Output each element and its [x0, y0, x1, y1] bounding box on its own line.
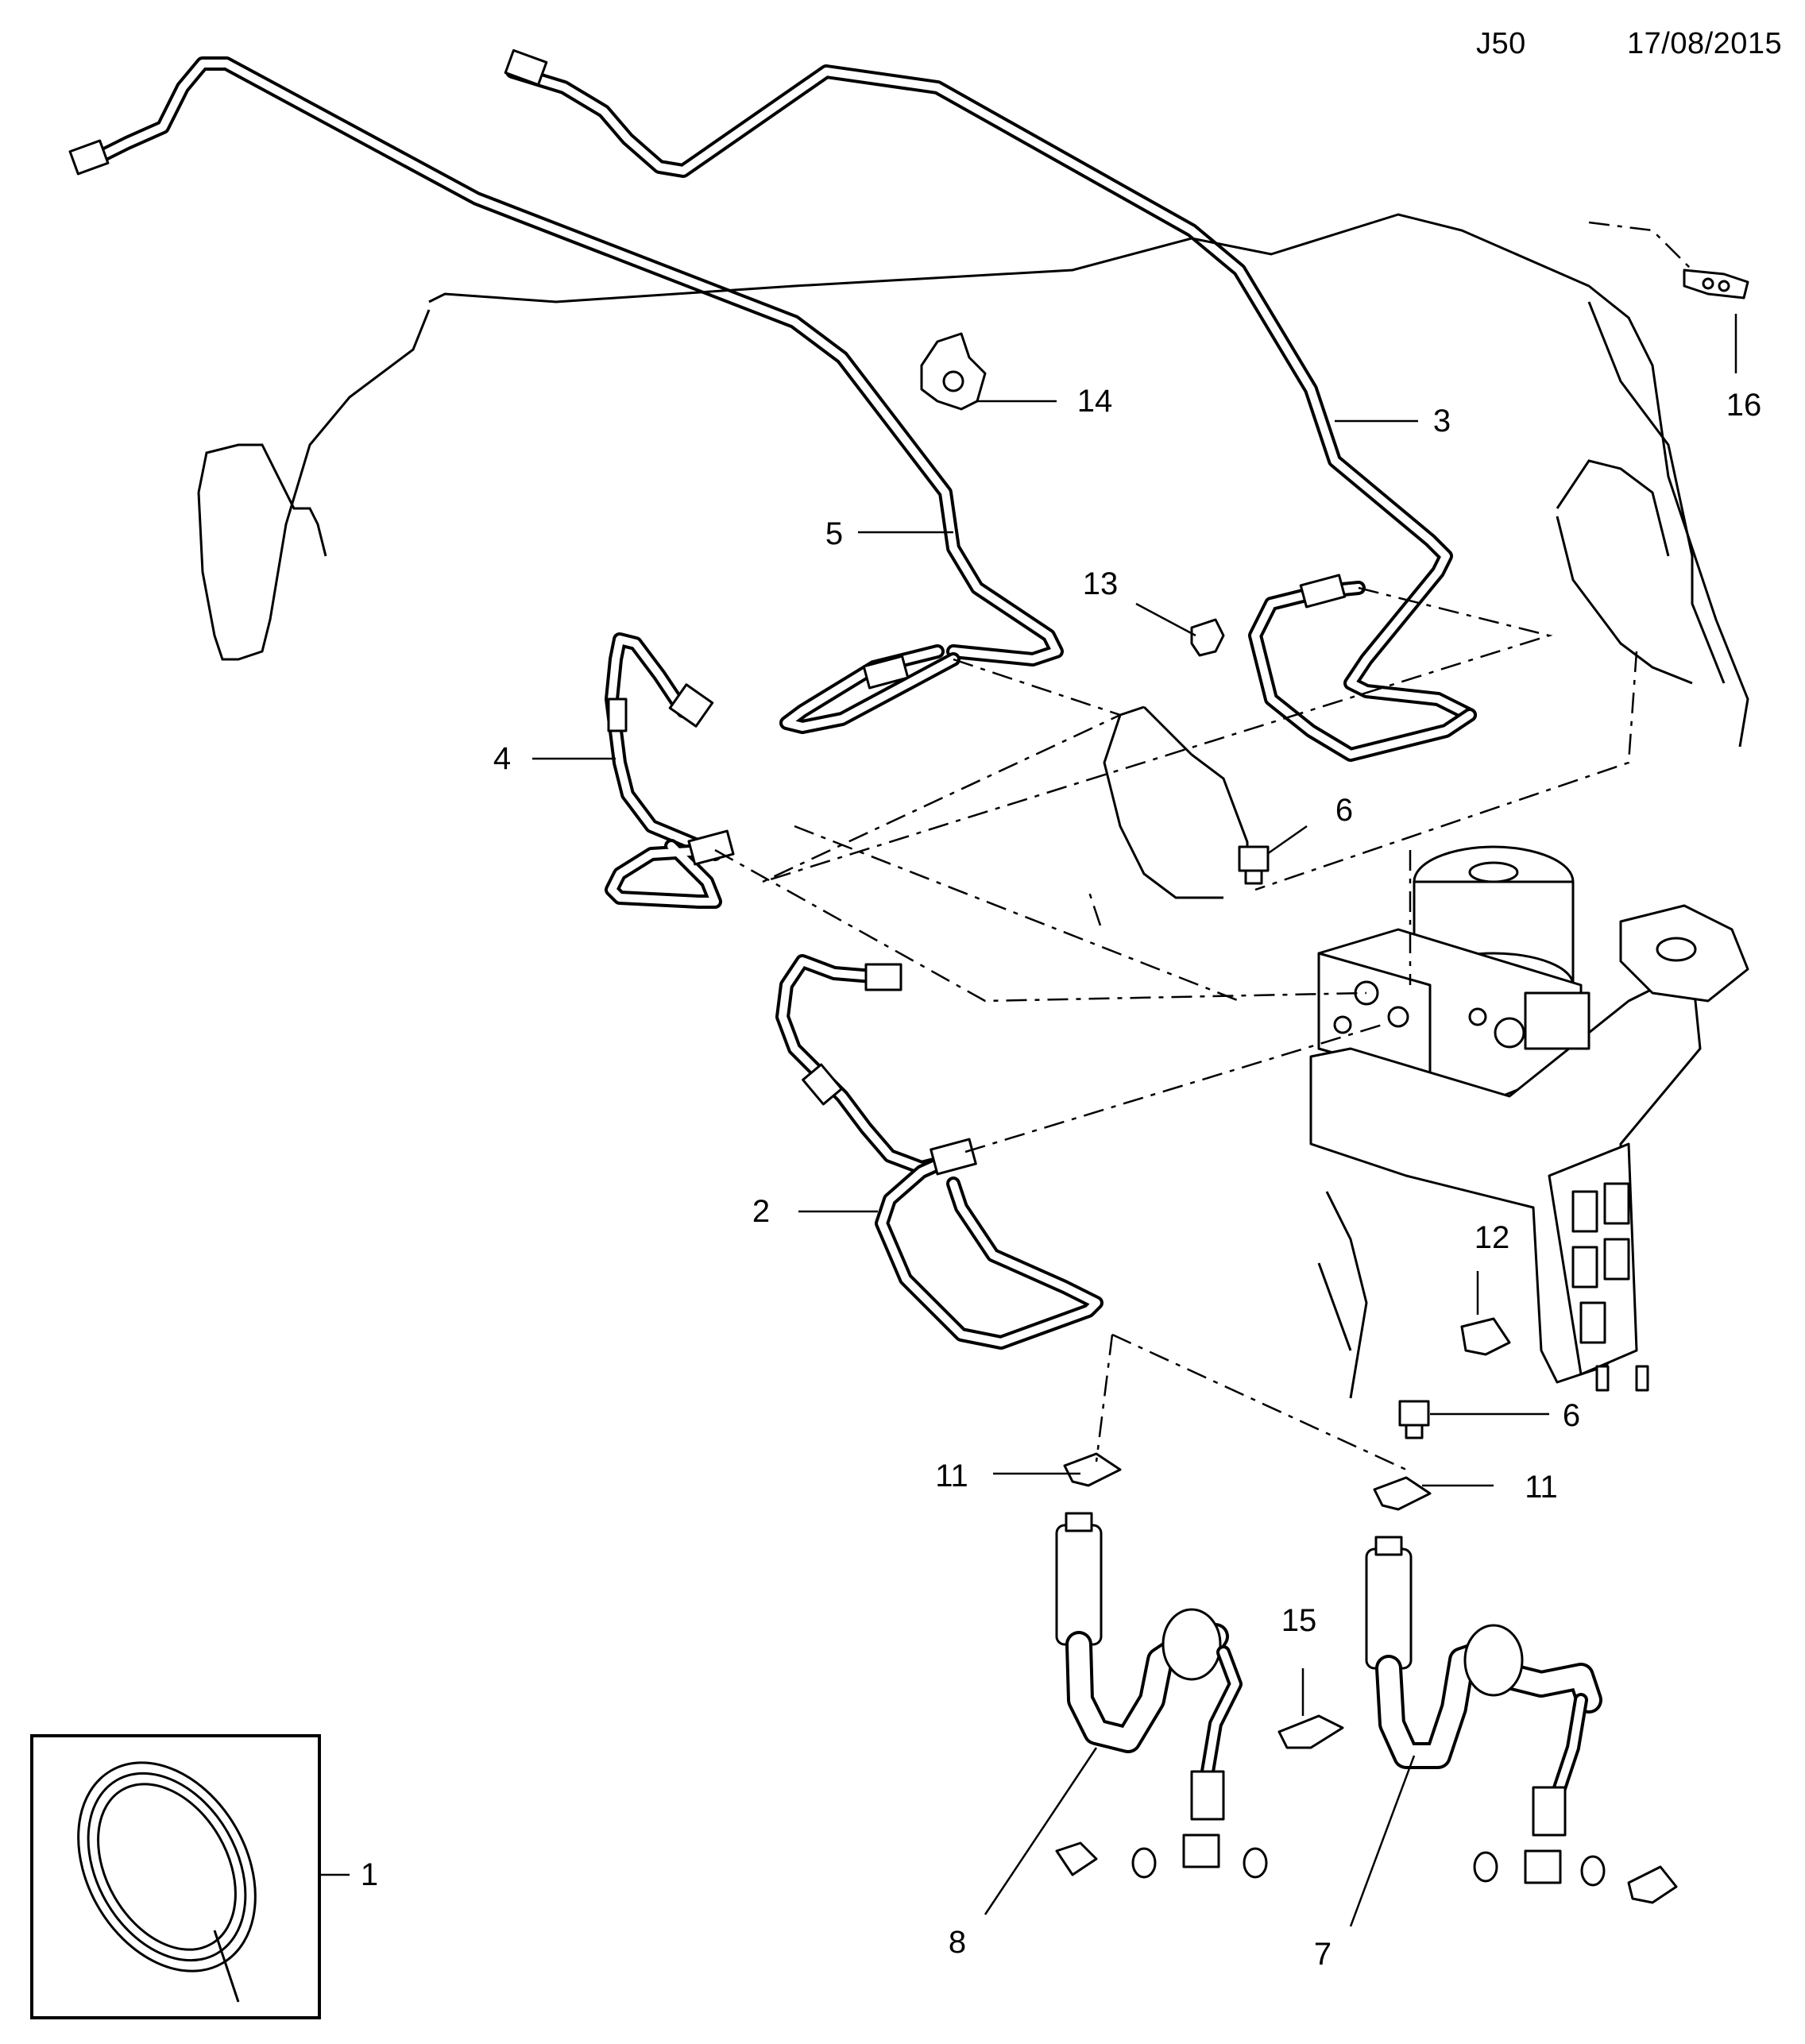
background-pipe-routing	[197, 213, 1749, 1399]
callout-8: 8	[948, 1925, 967, 1960]
abs-mounting-bracket[interactable]	[1309, 904, 1749, 1392]
callout-leaders	[319, 314, 1737, 1927]
callout-7: 7	[1313, 1937, 1332, 1972]
part-6-union-upper[interactable]	[1238, 845, 1270, 885]
part-13-clip[interactable]	[1190, 618, 1225, 657]
brake-pipe-3[interactable]	[504, 48, 1477, 762]
brake-pipe-4[interactable]	[605, 632, 735, 909]
callout-3: 3	[1432, 404, 1451, 439]
callout-5: 5	[825, 516, 844, 551]
brake-hose-7[interactable]	[1365, 1536, 1678, 1904]
part-15-clip[interactable]	[1277, 1714, 1344, 1749]
diagram-code: J50	[1476, 27, 1526, 60]
part-1-pipe-coil-inset[interactable]	[30, 1731, 321, 2019]
abs-modulator-unit[interactable]	[1317, 845, 1583, 1098]
brake-hose-8[interactable]	[1055, 1512, 1268, 1879]
part-12-clip[interactable]	[1460, 1317, 1511, 1356]
callout-4: 4	[493, 741, 512, 776]
part-16-connector[interactable]	[1683, 269, 1749, 299]
part-6-union-lower[interactable]	[1398, 1400, 1430, 1439]
callout-11-left: 11	[935, 1459, 968, 1493]
part-11-clip-left[interactable]	[1063, 1452, 1122, 1487]
callout-15: 15	[1281, 1603, 1317, 1638]
callout-14: 14	[1076, 384, 1113, 419]
callout-12: 12	[1474, 1220, 1510, 1255]
part-14-clip[interactable]	[920, 332, 987, 411]
callout-11-right: 11	[1525, 1470, 1558, 1505]
callout-16: 16	[1726, 388, 1762, 423]
assembly-dash-lines	[714, 221, 1693, 1471]
callout-6-lower: 6	[1562, 1398, 1581, 1433]
callout-13: 13	[1082, 566, 1119, 601]
callout-6-upper: 6	[1335, 793, 1354, 828]
brake-pipe-5[interactable]	[68, 56, 1064, 734]
callout-1: 1	[360, 1857, 379, 1892]
brake-pipe-2[interactable]	[775, 954, 1103, 1350]
callout-2: 2	[752, 1194, 771, 1229]
diagram-date: 17/08/2015	[1627, 27, 1783, 60]
part-11-clip-right[interactable]	[1373, 1476, 1432, 1511]
